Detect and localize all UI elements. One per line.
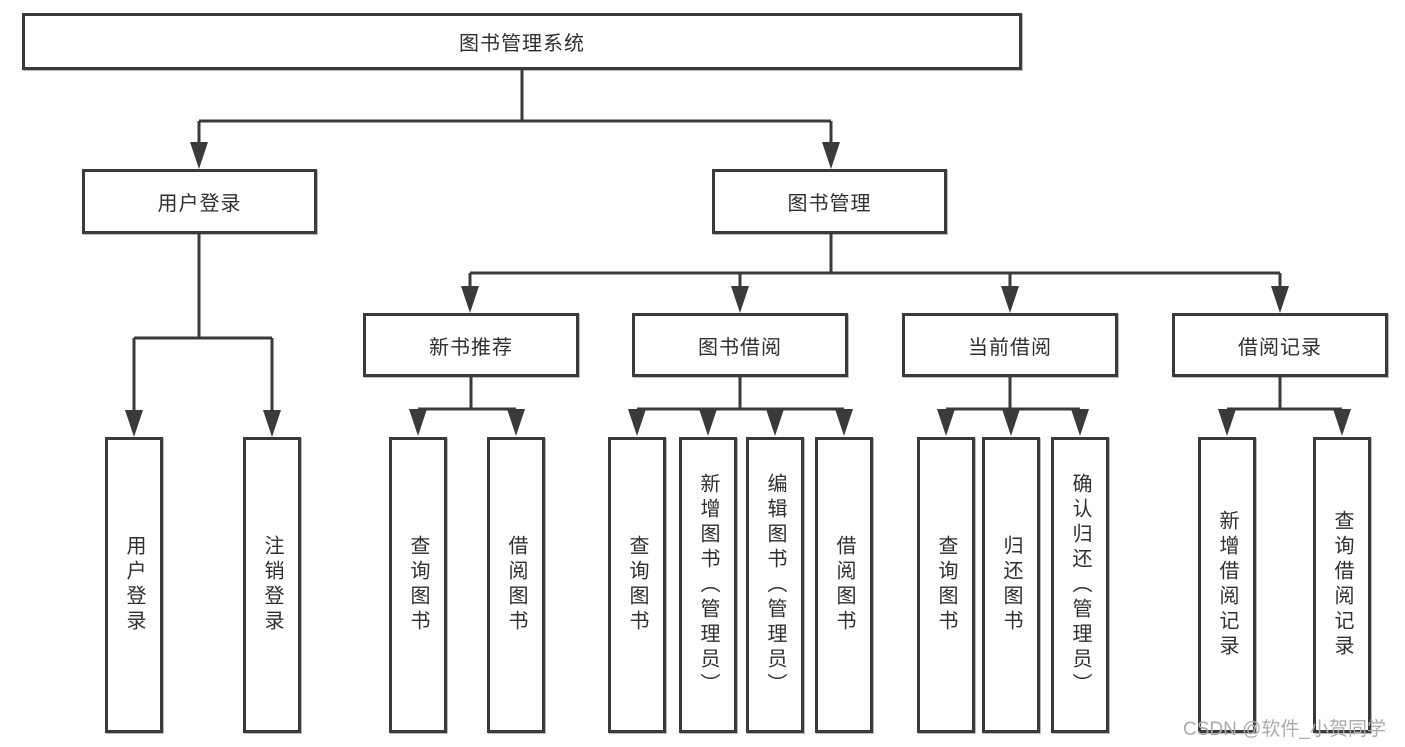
node-leaf-cb-confirm-return: 确认归还（管理员） xyxy=(1051,437,1109,733)
node-leaf-nb-borrow-book: 借阅图书 xyxy=(487,437,545,733)
node-leaf-nb-search-book-label: 查询图书 xyxy=(407,535,429,635)
node-book-borrow: 图书借阅 xyxy=(632,313,848,377)
node-book-management-label: 图书管理 xyxy=(787,193,872,215)
node-leaf-nb-search-book: 查询图书 xyxy=(389,437,447,733)
node-leaf-br-search-record: 查询借阅记录 xyxy=(1313,437,1371,733)
node-leaf-cb-confirm-return-label: 确认归还（管理员） xyxy=(1069,472,1091,698)
node-book-borrow-label: 图书借阅 xyxy=(698,336,782,359)
node-book-management: 图书管理 xyxy=(712,169,947,234)
node-new-book-recommend: 新书推荐 xyxy=(363,313,579,377)
node-user-login: 用户登录 xyxy=(82,169,317,234)
csdn-watermark: CSDN @软件_小贺同学 xyxy=(1183,719,1386,740)
node-user-login-label: 用户登录 xyxy=(157,193,242,215)
node-leaf-cb-search-book: 查询图书 xyxy=(917,437,975,733)
node-leaf-cb-search-book-label: 查询图书 xyxy=(935,535,957,635)
node-leaf-bb-add-book-label: 新增图书（管理员） xyxy=(697,472,719,698)
arrowheads xyxy=(125,142,1351,437)
node-leaf-bb-borrow-book: 借阅图书 xyxy=(815,437,873,733)
node-leaf-br-search-record-label: 查询借阅记录 xyxy=(1331,510,1353,660)
node-root: 图书管理系统 xyxy=(22,13,1022,70)
node-leaf-bb-search-book: 查询图书 xyxy=(608,437,666,733)
node-leaf-bb-add-book: 新增图书（管理员） xyxy=(679,437,737,733)
node-leaf-user-login: 用户登录 xyxy=(105,437,163,733)
node-leaf-cb-return-book-label: 归还图书 xyxy=(1000,535,1022,635)
node-current-borrow: 当前借阅 xyxy=(902,313,1118,377)
node-root-label: 图书管理系统 xyxy=(459,33,585,55)
node-new-book-recommend-label: 新书推荐 xyxy=(429,336,513,359)
node-leaf-user-login-label: 用户登录 xyxy=(123,535,145,635)
node-borrow-records-label: 借阅记录 xyxy=(1238,336,1322,359)
node-leaf-cb-return-book: 归还图书 xyxy=(982,437,1040,733)
node-leaf-bb-edit-book-label: 编辑图书（管理员） xyxy=(764,472,786,698)
node-leaf-bb-borrow-book-label: 借阅图书 xyxy=(833,535,855,635)
node-leaf-bb-search-book-label: 查询图书 xyxy=(626,535,648,635)
node-leaf-logout: 注销登录 xyxy=(243,437,301,733)
node-leaf-br-add-record: 新增借阅记录 xyxy=(1198,437,1256,733)
node-leaf-br-add-record-label: 新增借阅记录 xyxy=(1216,510,1238,660)
node-leaf-logout-label: 注销登录 xyxy=(261,535,283,635)
node-current-borrow-label: 当前借阅 xyxy=(968,336,1052,359)
node-leaf-bb-edit-book: 编辑图书（管理员） xyxy=(746,437,804,733)
node-borrow-records: 借阅记录 xyxy=(1172,313,1388,377)
node-leaf-nb-borrow-book-label: 借阅图书 xyxy=(505,535,527,635)
